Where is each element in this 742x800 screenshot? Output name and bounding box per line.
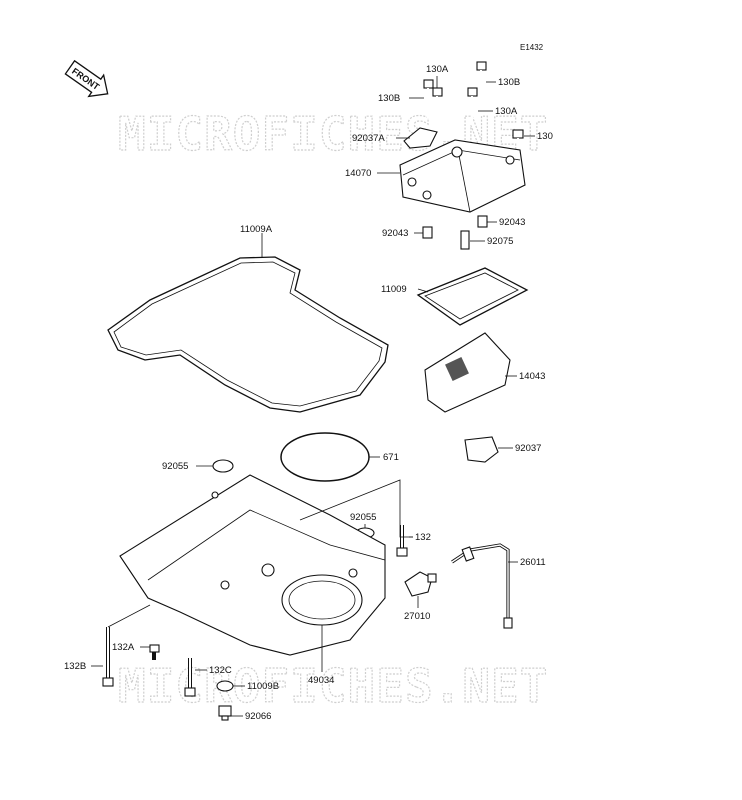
label-92037A: 92037A xyxy=(352,133,385,144)
diagram-code: E1432 xyxy=(520,43,544,52)
oil-pan-49034 xyxy=(119,474,386,656)
label-92043-right: 92043 xyxy=(499,217,525,228)
label-11009: 11009 xyxy=(381,284,407,295)
pipe-26011 xyxy=(451,543,513,629)
gasket-11009A xyxy=(107,256,389,413)
label-92075: 92075 xyxy=(487,236,513,247)
label-26011: 26011 xyxy=(520,557,546,568)
label-92043-left: 92043 xyxy=(382,228,408,239)
label-130B-left: 130B xyxy=(378,93,400,104)
leader-lines xyxy=(91,76,535,717)
label-130A-right: 130A xyxy=(495,106,518,117)
label-130B-right: 130B xyxy=(498,77,520,88)
label-14070: 14070 xyxy=(345,168,371,179)
label-130: 130 xyxy=(537,131,553,142)
fitting-92075 xyxy=(460,230,470,250)
label-14043: 14043 xyxy=(519,371,545,382)
label-11009A: 11009A xyxy=(240,224,273,235)
bolt-132 xyxy=(396,525,408,557)
label-92066: 92066 xyxy=(245,711,271,722)
bolt-132C xyxy=(184,658,196,697)
gasket-11009B xyxy=(216,680,234,692)
label-130A-top: 130A xyxy=(426,64,449,75)
baffle-14043 xyxy=(424,332,511,413)
label-27010: 27010 xyxy=(404,611,430,622)
bolt-130B-left xyxy=(423,79,434,118)
label-671: 671 xyxy=(383,452,399,463)
label-132C: 132C xyxy=(209,665,232,676)
collar-92043-left xyxy=(422,226,433,239)
bracket-92037A xyxy=(403,127,438,149)
front-arrow-icon: FRONT xyxy=(64,59,109,98)
bolt-130A-right xyxy=(467,87,478,125)
plug-92066 xyxy=(218,705,232,721)
bolt-130A-top xyxy=(432,87,443,126)
label-92055-mid: 92055 xyxy=(350,512,376,523)
bracket-92037 xyxy=(464,436,499,463)
switch-27010 xyxy=(404,571,437,597)
label-92037: 92037 xyxy=(515,443,541,454)
label-92055-left: 92055 xyxy=(162,461,188,472)
bolt-130B-right xyxy=(476,61,487,105)
label-132B: 132B xyxy=(64,661,86,672)
washer-92055-left xyxy=(212,459,234,473)
gasket-11009 xyxy=(416,267,529,326)
cover-14070 xyxy=(399,139,526,213)
label-11009B: 11009B xyxy=(247,681,279,692)
bolt-132B xyxy=(102,627,114,687)
bolt-132A xyxy=(149,644,160,660)
label-49034: 49034 xyxy=(308,675,334,686)
label-132A: 132A xyxy=(112,642,135,653)
o-ring-671 xyxy=(280,432,370,482)
label-132: 132 xyxy=(415,532,431,543)
watermark-bottom: MICROFICHES.NET xyxy=(118,659,548,713)
collar-92043-right xyxy=(477,215,488,228)
